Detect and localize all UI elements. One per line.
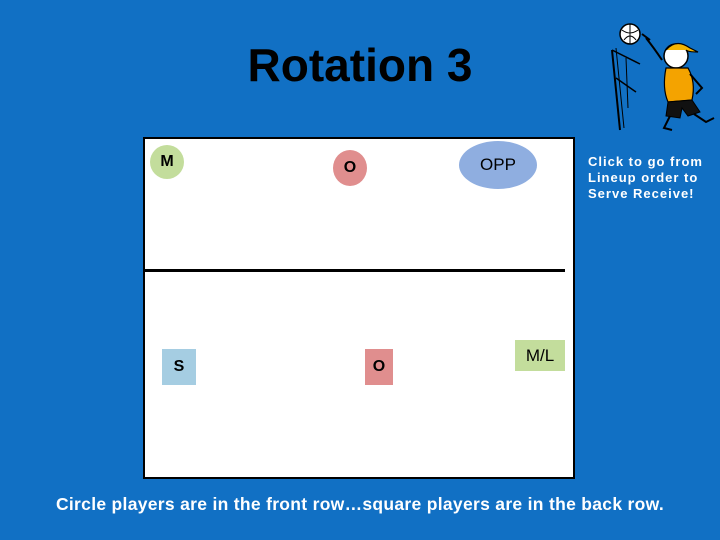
front-row-player-o[interactable]: O (333, 150, 367, 186)
back-row-player-s[interactable]: S (162, 349, 196, 385)
volleyball-court (143, 137, 575, 479)
back-row-player-o[interactable]: O (365, 349, 393, 385)
slide-title: Rotation 3 (247, 39, 473, 91)
slide-footer-note: Circle players are in the front row…squa… (55, 494, 665, 514)
court-net-line (145, 269, 565, 272)
volleyball-player-icon (611, 23, 715, 131)
back-row-player-ml[interactable]: M/L (515, 340, 565, 371)
front-row-player-opp[interactable]: OPP (459, 141, 537, 189)
serve-receive-link[interactable]: Click to go from Lineup order to Serve R… (588, 154, 703, 201)
front-row-player-m[interactable]: M (150, 145, 184, 179)
